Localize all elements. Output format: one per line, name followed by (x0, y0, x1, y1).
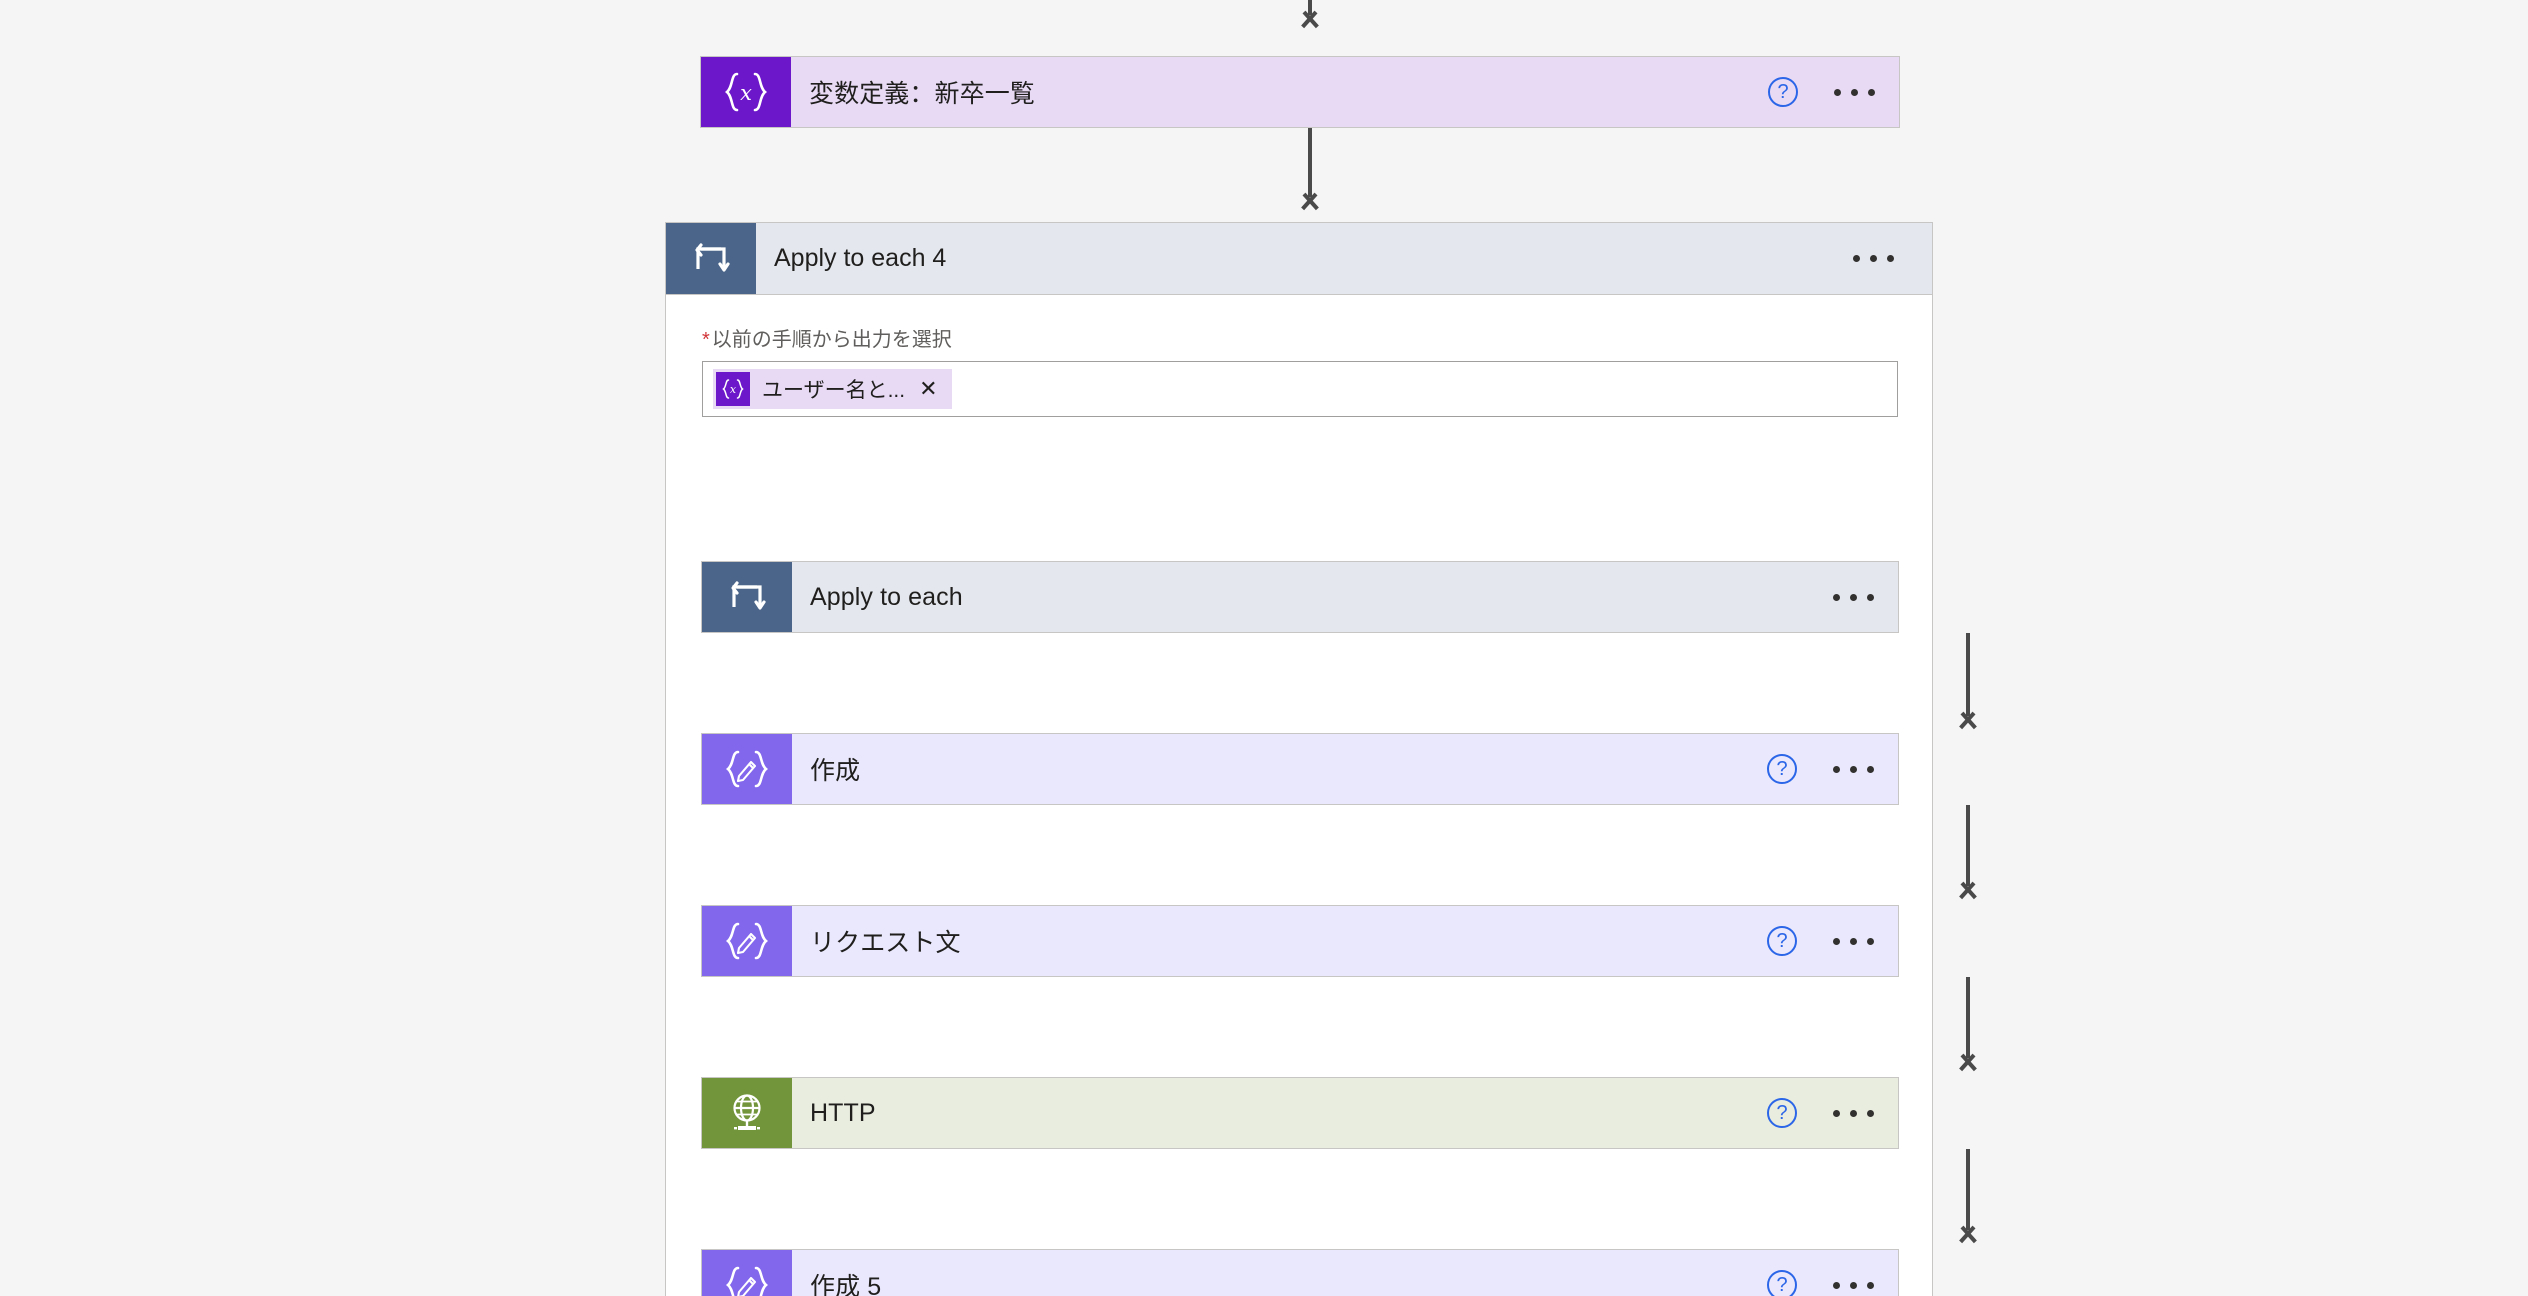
loop-repeat-icon (702, 562, 792, 632)
svg-text:x: x (740, 81, 752, 105)
connector-arrowhead (1955, 1055, 1981, 1081)
card-title: 変数定義：新卒一覧 (809, 80, 1035, 108)
kebab-dot (1850, 765, 1857, 773)
kebab-dot (1850, 593, 1857, 601)
card-title: HTTP (810, 1098, 876, 1127)
token-chip-username[interactable]: x ユーザー名と... ✕ (713, 369, 952, 409)
more-commands-button[interactable] (1823, 930, 1884, 953)
scope-actions (1843, 247, 1904, 270)
kebab-dot (1867, 765, 1874, 773)
connector-arrowhead (1955, 1227, 1981, 1253)
card-body: 作成 ? (792, 734, 1898, 804)
connector-stem (1966, 633, 1970, 716)
kebab-dot (1833, 593, 1840, 601)
more-commands-button[interactable] (1823, 1274, 1884, 1296)
kebab-dot (1867, 937, 1874, 945)
connector-arrow-to-apply-to-each-4 (1290, 128, 1330, 220)
field-label-text: 以前の手順から出力を選択 (711, 329, 952, 351)
more-commands-button[interactable] (1824, 81, 1885, 104)
connector-arrowhead (1955, 883, 1981, 909)
connector-stem (1966, 1149, 1970, 1230)
scope-header-body: Apply to each 4 (756, 223, 1932, 294)
connector-arrow-to-compose-request (1948, 805, 1988, 909)
card-actions: ? (1767, 754, 1884, 784)
card-actions: ? (1767, 1270, 1884, 1296)
card-body: 作成 5 ? (792, 1250, 1898, 1296)
kebab-dot (1833, 937, 1840, 945)
card-actions: ? (1767, 926, 1884, 956)
connector-arrow-to-compose-1 (1948, 633, 1988, 739)
help-icon[interactable]: ? (1767, 1270, 1797, 1296)
connector-arrowhead (1955, 713, 1981, 739)
kebab-dot (1867, 1281, 1874, 1289)
card-title: 作成 (810, 757, 861, 785)
connector-stem (1308, 0, 1312, 15)
card-body: HTTP ? (792, 1078, 1898, 1148)
connector-arrowhead (1297, 12, 1323, 38)
scope-header-apply-to-each-4[interactable]: Apply to each 4 (666, 223, 1932, 295)
action-card-compose-request[interactable]: リクエスト文 ? (701, 905, 1899, 977)
card-body: 変数定義：新卒一覧 ? (791, 57, 1899, 127)
action-card-apply-to-each[interactable]: Apply to each (701, 561, 1899, 633)
kebab-dot (1833, 1109, 1840, 1117)
card-title: 作成 5 (810, 1273, 882, 1296)
more-commands-button[interactable] (1843, 247, 1904, 270)
action-card-compose-1[interactable]: 作成 ? (701, 733, 1899, 805)
action-card-initialize-variable[interactable]: x 変数定義：新卒一覧 ? (700, 56, 1900, 128)
connector-stem (1308, 128, 1312, 197)
card-actions (1823, 586, 1884, 609)
kebab-dot (1850, 937, 1857, 945)
variable-braces-x-icon: x (701, 57, 791, 127)
field-label: *以前の手順から出力を選択 (702, 323, 1898, 352)
card-body: Apply to each (792, 562, 1898, 632)
more-commands-button[interactable] (1823, 758, 1884, 781)
token-input[interactable]: x ユーザー名と... ✕ (702, 361, 1898, 417)
compose-braces-pencil-icon (702, 734, 792, 804)
scope-title: Apply to each 4 (774, 244, 947, 272)
compose-braces-pencil-icon (702, 1250, 792, 1296)
card-actions: ? (1768, 77, 1885, 107)
kebab-dot (1853, 255, 1860, 262)
kebab-dot (1867, 1109, 1874, 1117)
action-card-http[interactable]: HTTP ? (701, 1077, 1899, 1149)
svg-text:x: x (730, 383, 737, 396)
connector-stem (1966, 977, 1970, 1058)
required-asterisk: * (702, 329, 710, 351)
connector-arrow-into-initialize-variable (1290, 0, 1330, 38)
connector-arrowhead (1297, 194, 1323, 220)
card-body: リクエスト文 ? (792, 906, 1898, 976)
help-icon[interactable]: ? (1767, 754, 1797, 784)
action-card-compose-5[interactable]: 作成 5 ? (701, 1249, 1899, 1296)
globe-network-icon (702, 1078, 792, 1148)
kebab-dot (1870, 255, 1877, 262)
card-actions: ? (1767, 1098, 1884, 1128)
field-select-output-from-previous-steps: *以前の手順から出力を選択 x ユーザー名と... ✕ (702, 323, 1898, 417)
scope-apply-to-each-4: Apply to each 4 *以前の手順から出力を選択 (665, 222, 1970, 1296)
variable-braces-x-icon: x (716, 372, 750, 406)
more-commands-button[interactable] (1823, 586, 1884, 609)
help-icon[interactable]: ? (1768, 77, 1798, 107)
connector-arrow-to-http (1948, 977, 1988, 1081)
help-icon[interactable]: ? (1767, 1098, 1797, 1128)
kebab-dot (1887, 255, 1894, 262)
kebab-dot (1833, 765, 1840, 773)
token-label: ユーザー名と... (762, 379, 906, 402)
kebab-dot (1834, 88, 1841, 96)
kebab-dot (1833, 1281, 1840, 1289)
kebab-dot (1868, 88, 1875, 96)
kebab-dot (1867, 593, 1874, 601)
compose-braces-pencil-icon (702, 906, 792, 976)
card-title: リクエスト文 (810, 929, 961, 957)
loop-repeat-icon (666, 223, 756, 294)
kebab-dot (1851, 88, 1858, 96)
token-remove-button[interactable]: ✕ (919, 376, 938, 401)
card-title: Apply to each (810, 582, 963, 611)
help-icon[interactable]: ? (1767, 926, 1797, 956)
kebab-dot (1850, 1281, 1857, 1289)
connector-stem (1966, 805, 1970, 886)
kebab-dot (1850, 1109, 1857, 1117)
connector-arrow-to-compose-5 (1948, 1149, 1988, 1253)
more-commands-button[interactable] (1823, 1102, 1884, 1125)
